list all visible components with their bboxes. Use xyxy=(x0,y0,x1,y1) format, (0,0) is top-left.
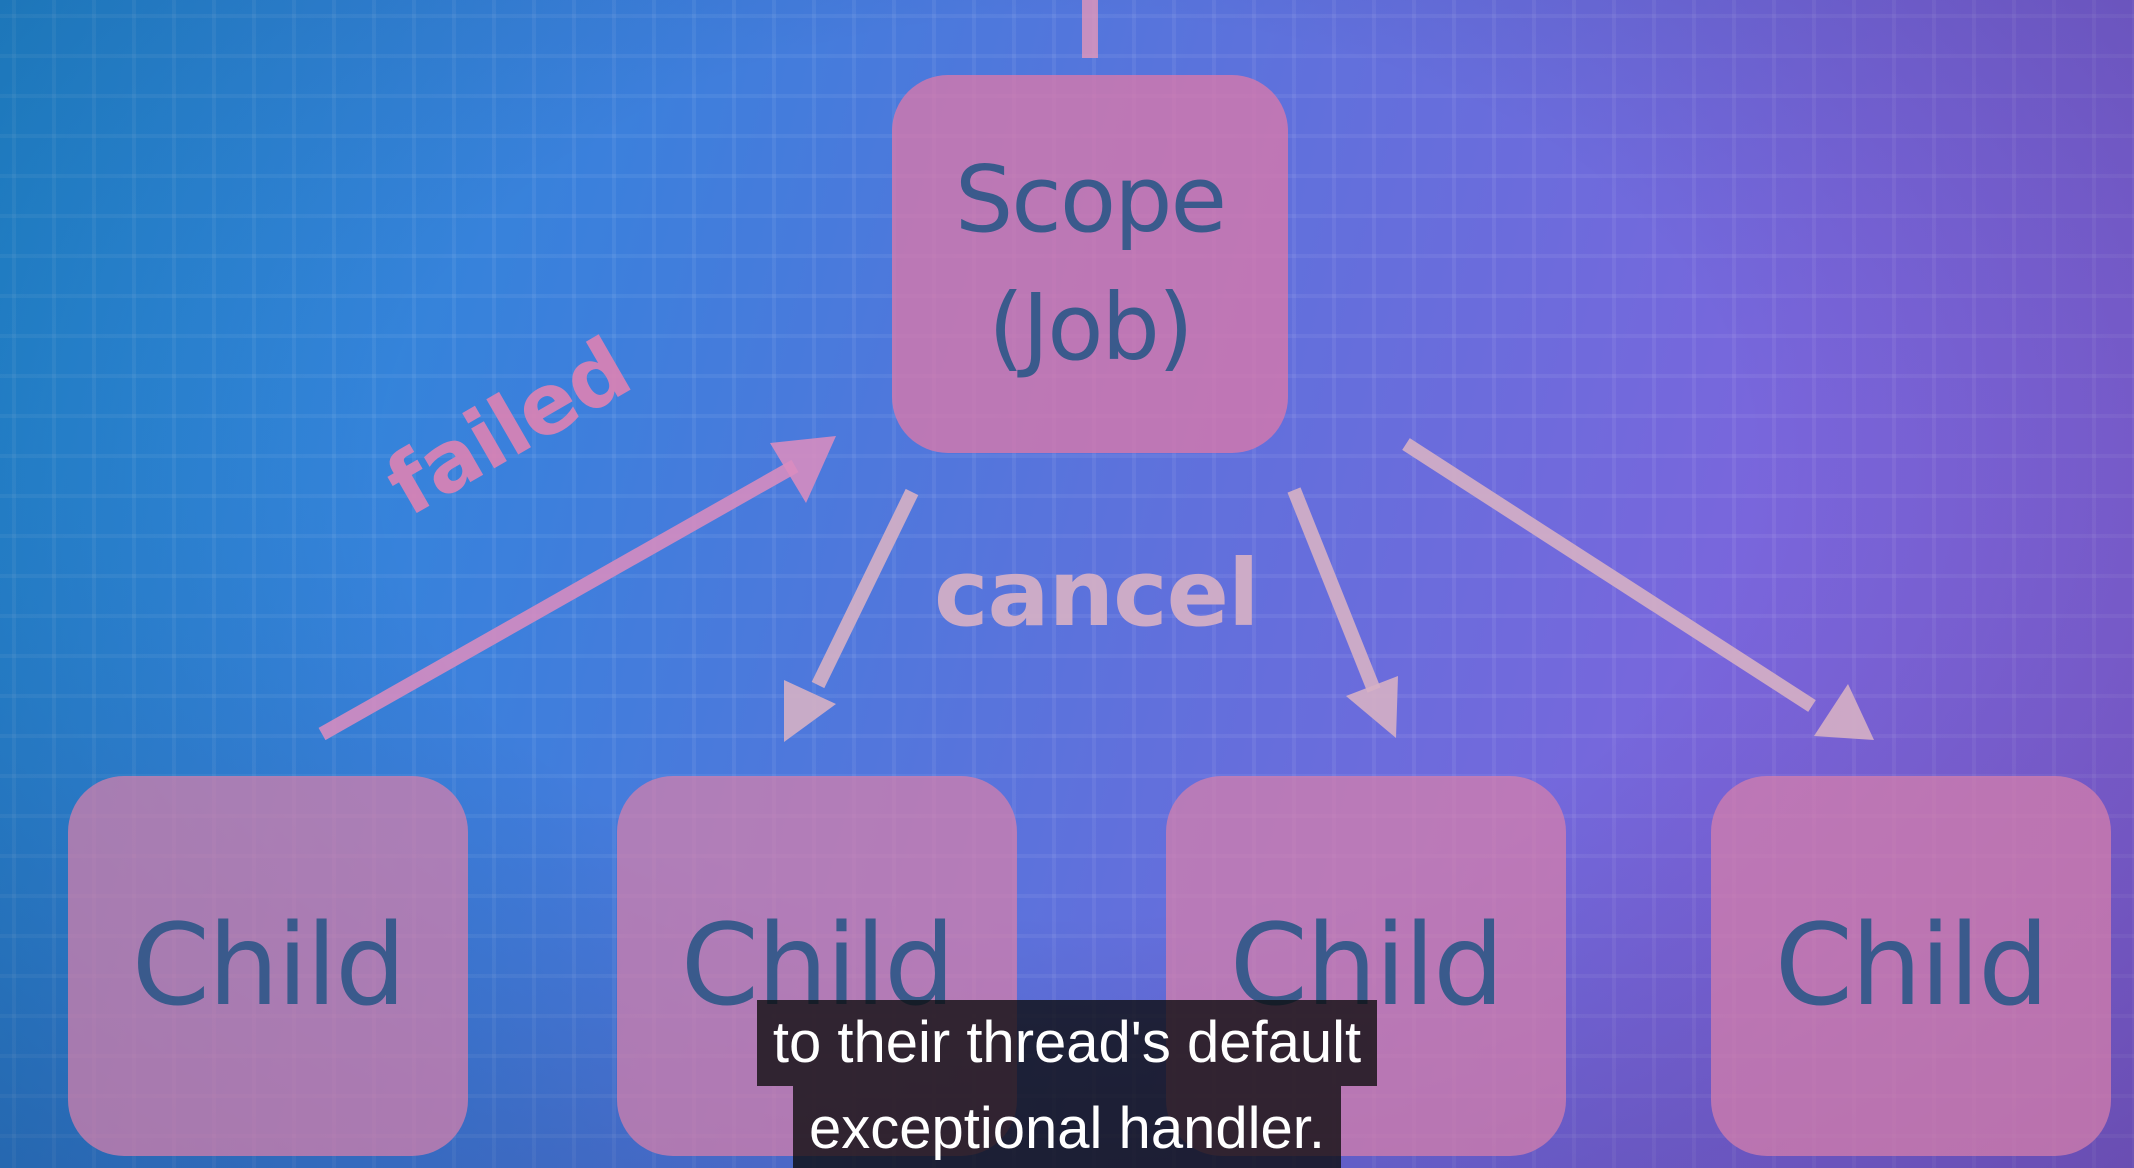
child-node-1: Child xyxy=(68,776,468,1156)
subtitle-line-1: to their thread's default xyxy=(756,1000,1378,1086)
cancel-edge-label: cancel xyxy=(934,540,1260,647)
parent-connector-line xyxy=(1082,0,1098,58)
cancel-arrow-child-4 xyxy=(1402,438,1874,740)
scope-node-title: Scope xyxy=(954,146,1227,253)
child-node-label: Child xyxy=(131,901,407,1031)
cancel-arrow-child-3 xyxy=(1287,487,1398,738)
subtitle-line-2: exceptional handler. xyxy=(793,1086,1341,1168)
scope-job-node: Scope (Job) xyxy=(892,75,1288,453)
child-node-4: Child xyxy=(1711,776,2111,1156)
cancel-arrow-child-2 xyxy=(784,488,919,742)
failed-arrow xyxy=(318,436,836,741)
child-node-label: Child xyxy=(1774,901,2050,1031)
subtitle-box: to their thread's default exceptional ha… xyxy=(0,1000,2134,1168)
scope-node-subtitle: (Job) xyxy=(988,274,1194,381)
